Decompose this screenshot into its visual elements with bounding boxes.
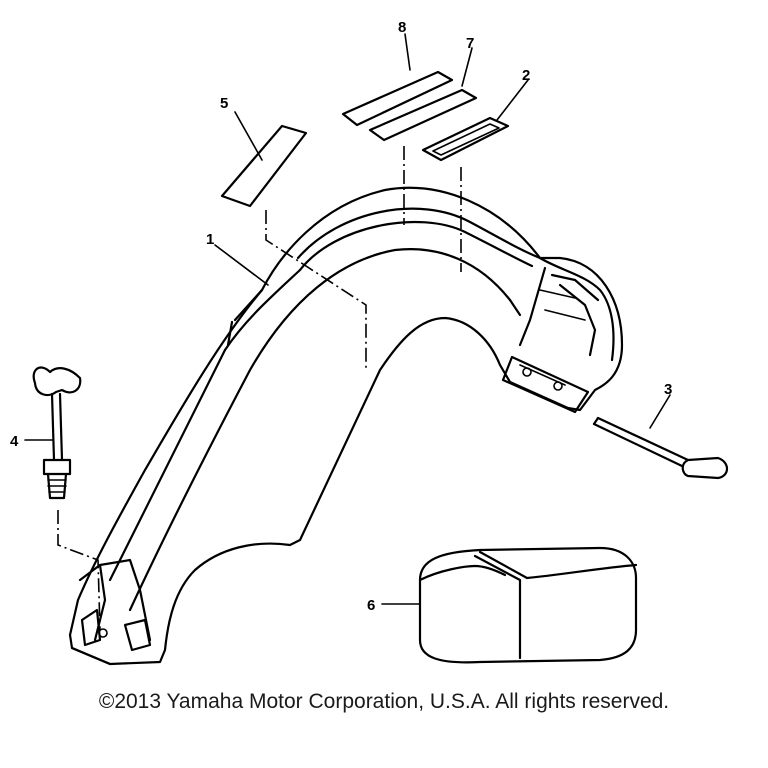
- leader-lines: [24, 33, 671, 605]
- callout-6: 6: [367, 597, 375, 614]
- decal-8: [341, 70, 454, 127]
- callout-7: 7: [466, 35, 474, 52]
- callout-2: 2: [522, 67, 530, 84]
- callout-5: 5: [220, 95, 228, 112]
- copyright-notice: ©2013 Yamaha Motor Corporation, U.S.A. A…: [98, 690, 670, 713]
- pin-3: [592, 416, 729, 480]
- case-6: [418, 546, 638, 664]
- emblem-2: [421, 116, 510, 162]
- decal-7: [368, 88, 478, 142]
- callouts: 8 7 2 5 1 3 4 6: [10, 19, 672, 614]
- callout-3: 3: [664, 381, 672, 398]
- callout-4: 4: [10, 433, 19, 450]
- assembly-lines: [57, 146, 462, 631]
- fender: [68, 186, 624, 666]
- wing-bolt-4: [32, 366, 82, 500]
- callout-8: 8: [398, 19, 406, 36]
- callout-1: 1: [206, 231, 214, 248]
- decal-5: [220, 124, 308, 208]
